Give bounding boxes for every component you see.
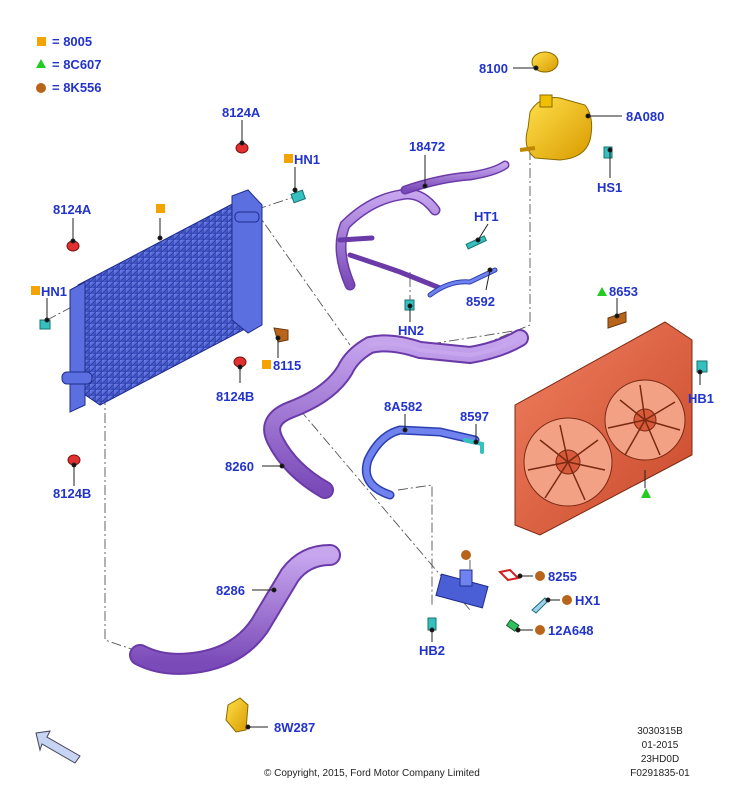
hose-8A582 <box>361 425 484 500</box>
callout-8597: 8597 <box>460 409 489 424</box>
callout-HN2: HN2 <box>398 323 424 338</box>
meta-line-2: 01-2015 <box>641 740 679 751</box>
clip-HN1-top <box>290 189 306 204</box>
clip-HT1 <box>465 235 487 250</box>
legend-triangle-icon <box>36 59 46 68</box>
square-marker-icon <box>284 154 293 163</box>
legend-circle-icon <box>36 83 46 93</box>
legend-8C607: = 8C607 <box>52 57 102 72</box>
callout-8124A-top: 8124A <box>222 105 261 120</box>
callout-markers <box>31 154 651 635</box>
bracket-8115 <box>273 327 289 343</box>
thermostat-housing <box>435 550 489 609</box>
callout-8115: 8115 <box>273 358 301 373</box>
callout-8124A-left: 8124A <box>53 202 92 217</box>
triangle-marker-icon <box>597 287 607 296</box>
clamp-8255 <box>497 568 521 582</box>
callout-8W287: 8W287 <box>274 720 315 735</box>
callout-18472: 18472 <box>409 139 445 154</box>
grommets <box>66 142 249 466</box>
callout-8100: 8100 <box>479 61 508 76</box>
callout-HN1-top: HN1 <box>294 152 320 167</box>
reservoir-cap <box>531 51 559 73</box>
callout-8A080: 8A080 <box>626 109 664 124</box>
clips <box>39 146 708 632</box>
pad-8653 <box>607 311 627 329</box>
triangle-marker-icon <box>641 488 651 498</box>
callout-8653: 8653 <box>609 284 638 299</box>
radiator <box>61 189 263 413</box>
coolant-reservoir <box>519 51 593 161</box>
hose-8260 <box>263 329 529 499</box>
circle-marker-icon <box>535 571 545 581</box>
legend-8005: = 8005 <box>52 34 92 49</box>
circle-marker-icon <box>562 595 572 605</box>
callout-HN1-left: HN1 <box>41 284 67 299</box>
square-marker-icon <box>156 204 165 213</box>
copyright-text: © Copyright, 2015, Ford Motor Company Li… <box>264 768 480 779</box>
callout-labels: 8100 8A080 HS1 18472 HT1 8592 HN2 8124A … <box>41 61 714 735</box>
callout-HT1: HT1 <box>474 209 499 224</box>
callout-8A582: 8A582 <box>384 399 422 414</box>
callout-8124B-mid: 8124B <box>216 389 254 404</box>
legend-8K556: = 8K556 <box>52 80 102 95</box>
fan-shroud <box>514 321 693 536</box>
circle-marker-icon <box>535 625 545 635</box>
meta-line-1: 3030315B <box>637 726 683 737</box>
callout-HB1: HB1 <box>688 391 714 406</box>
callout-8255: 8255 <box>548 569 577 584</box>
hose-8592 <box>427 267 498 298</box>
callout-8260: 8260 <box>225 459 254 474</box>
square-marker-icon <box>262 360 271 369</box>
bracket-8W287 <box>225 697 249 733</box>
callout-8124B-low: 8124B <box>53 486 91 501</box>
view-direction-arrow-icon <box>35 730 81 764</box>
callout-8286: 8286 <box>216 583 245 598</box>
meta-line-3: 23HD0D <box>640 754 680 765</box>
meta-line-4: F0291835-01 <box>630 768 690 779</box>
callout-8592: 8592 <box>466 294 495 309</box>
callout-HX1: HX1 <box>575 593 600 608</box>
callout-12A648: 12A648 <box>548 623 594 638</box>
callout-HB2: HB2 <box>419 643 445 658</box>
square-marker-icon <box>31 286 40 295</box>
hose-18472 <box>335 160 510 291</box>
legend-square-icon <box>37 37 46 46</box>
leader-lines <box>44 65 703 730</box>
clip-HS1 <box>603 146 613 159</box>
callout-HS1: HS1 <box>597 180 622 195</box>
hose-8286 <box>129 544 341 675</box>
legend: = 8005 = 8C607 = 8K556 <box>36 34 102 95</box>
